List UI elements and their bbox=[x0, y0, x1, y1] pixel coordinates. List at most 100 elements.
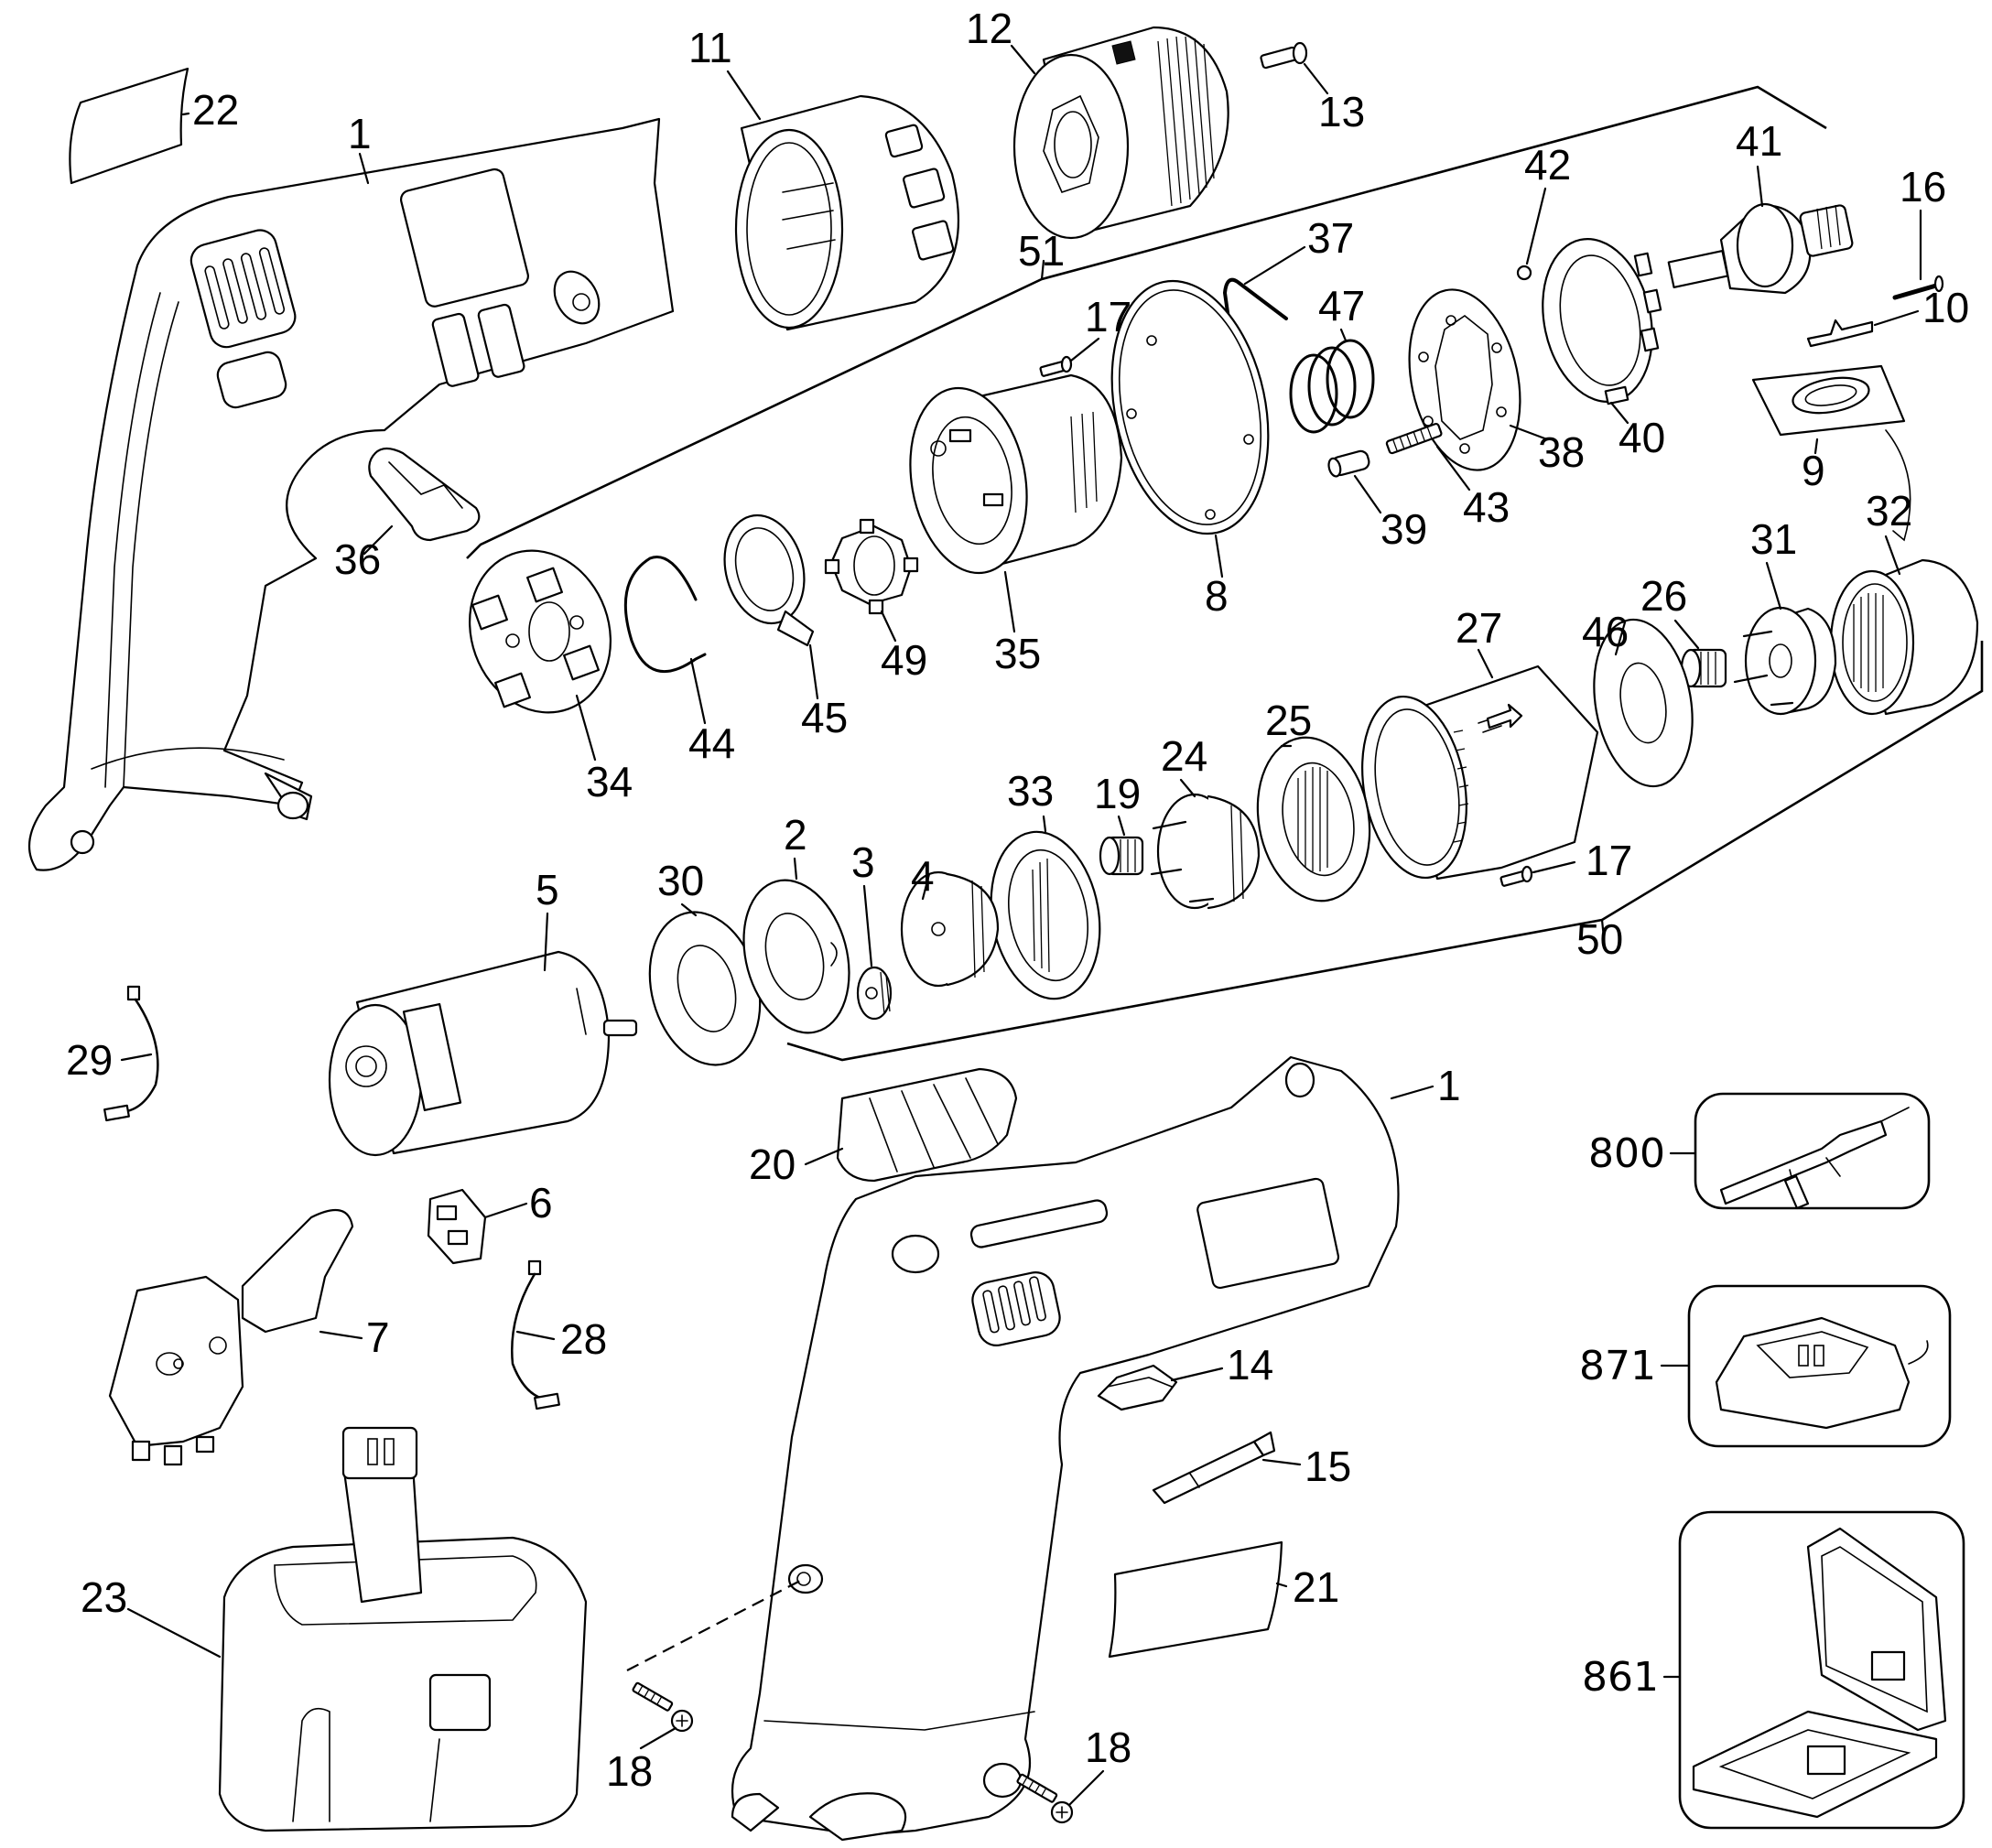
accessory-800-box bbox=[1694, 1092, 1931, 1210]
part-28-lead-wire bbox=[511, 1259, 560, 1410]
screw-insertion-path bbox=[626, 1578, 805, 1671]
part-37-wire-spring bbox=[1222, 277, 1288, 373]
part-12-keyless-chuck bbox=[1012, 26, 1229, 240]
leader-22 bbox=[181, 112, 190, 116]
bracket-50 bbox=[786, 641, 1984, 1062]
leader-46 bbox=[1614, 621, 1627, 656]
leader-14 bbox=[1170, 1367, 1224, 1382]
callout-27: 27 bbox=[1456, 604, 1502, 652]
part-43-compression-spring bbox=[1385, 422, 1443, 455]
part-26-sun-gear bbox=[1680, 648, 1727, 688]
leader-38 bbox=[1509, 424, 1549, 441]
callout-28: 28 bbox=[560, 1315, 607, 1363]
part-39-pin bbox=[1327, 449, 1370, 478]
part-16-spindle-screw bbox=[1892, 275, 1944, 300]
part-7-trigger-switch bbox=[108, 1208, 354, 1466]
leader-47 bbox=[1339, 328, 1348, 342]
callout-49: 49 bbox=[881, 636, 927, 684]
leader-33 bbox=[1042, 815, 1047, 833]
leader-17-lower bbox=[1532, 860, 1576, 874]
leader-24 bbox=[1179, 778, 1196, 798]
callout-22: 22 bbox=[192, 86, 239, 134]
callout-34: 34 bbox=[586, 758, 633, 805]
leader-21 bbox=[1275, 1582, 1288, 1588]
callout-11: 11 bbox=[688, 24, 732, 71]
part-9-bit-holder-plate bbox=[1751, 364, 1911, 542]
accessory-861-box bbox=[1678, 1510, 1965, 1830]
leader-37 bbox=[1243, 245, 1306, 286]
callout-33: 33 bbox=[1007, 767, 1054, 815]
callout-3: 3 bbox=[851, 838, 875, 886]
part-2-gear-plate bbox=[742, 879, 850, 1034]
bracket-51 bbox=[466, 85, 1827, 559]
leader-11 bbox=[726, 70, 762, 121]
part-1-housing-right bbox=[731, 1055, 1400, 1842]
callout-21: 21 bbox=[1293, 1563, 1339, 1611]
part-14-belt-clip bbox=[1097, 1364, 1178, 1411]
part-22-label-plate bbox=[69, 67, 189, 185]
callout-30: 30 bbox=[657, 857, 704, 904]
callout-26: 26 bbox=[1640, 572, 1687, 620]
part-34-brush-holder-plate bbox=[468, 549, 612, 714]
leader-19 bbox=[1117, 815, 1126, 837]
callout-20: 20 bbox=[749, 1140, 796, 1188]
callout-861: 861 bbox=[1582, 1654, 1659, 1701]
leader-5 bbox=[543, 912, 549, 972]
leader-27 bbox=[1477, 648, 1494, 679]
part-8-switch-actuator bbox=[368, 447, 481, 542]
callout-4: 4 bbox=[911, 852, 935, 900]
leader-44 bbox=[689, 657, 707, 725]
callout-23: 23 bbox=[81, 1573, 127, 1621]
leader-34 bbox=[575, 694, 597, 762]
callout-38: 38 bbox=[1538, 428, 1585, 476]
part-24-second-stage-carrier bbox=[1150, 793, 1261, 910]
vent-slots-left bbox=[204, 247, 286, 330]
callout-46: 46 bbox=[1582, 608, 1629, 655]
part-21-label-plate bbox=[1108, 1540, 1283, 1659]
leader-45 bbox=[808, 643, 819, 700]
callout-36: 8 bbox=[1205, 572, 1229, 620]
callout-43: 43 bbox=[1463, 483, 1510, 531]
callout-18-right: 18 bbox=[1085, 1724, 1131, 1771]
callout-35: 35 bbox=[994, 630, 1041, 677]
leader-12 bbox=[1010, 44, 1036, 75]
callout-32: 32 bbox=[1866, 487, 1912, 535]
leader-7 bbox=[319, 1330, 363, 1340]
leader-15 bbox=[1261, 1458, 1302, 1466]
leader-26 bbox=[1673, 619, 1700, 650]
part-31-output-carrier bbox=[1733, 606, 1837, 716]
leader-1-bottom bbox=[1390, 1085, 1434, 1100]
callout-12: 12 bbox=[966, 5, 1012, 52]
callout-31: 31 bbox=[1750, 515, 1797, 563]
leader-3 bbox=[862, 884, 873, 967]
part-38-clutch-plate bbox=[1408, 288, 1521, 471]
vent-slots-right bbox=[982, 1276, 1046, 1334]
part-4-first-stage-carrier bbox=[900, 870, 1000, 988]
leader-13 bbox=[1303, 62, 1329, 95]
part-17-screw-upper bbox=[1039, 355, 1073, 377]
callout-871: 871 bbox=[1579, 1343, 1656, 1389]
part-32-ring-gear-housing bbox=[1829, 558, 1979, 716]
callout-1-top: 1 bbox=[348, 110, 372, 157]
callout-29: 29 bbox=[66, 1036, 113, 1084]
leader-9 bbox=[1813, 438, 1819, 455]
leader-30 bbox=[680, 902, 698, 917]
callout-8: 36 bbox=[334, 535, 381, 583]
callout-24: 24 bbox=[1161, 732, 1207, 780]
callout-37: 37 bbox=[1307, 214, 1354, 262]
leader-10 bbox=[1873, 309, 1920, 327]
part-46-thrust-washer bbox=[1593, 618, 1694, 788]
callout-14: 14 bbox=[1227, 1341, 1273, 1389]
callout-44: 44 bbox=[688, 719, 735, 767]
leader-17-upper bbox=[1069, 337, 1100, 362]
part-45-shift-ring bbox=[723, 513, 815, 647]
part-27-gear-case bbox=[1361, 665, 1599, 881]
callout-51: 51 bbox=[1018, 227, 1065, 275]
leader-28 bbox=[515, 1330, 556, 1341]
part-18-housing-screw-right bbox=[1016, 1773, 1074, 1824]
part-17-screw-lower bbox=[1499, 865, 1533, 887]
callout-45: 45 bbox=[801, 694, 848, 741]
callout-13: 13 bbox=[1318, 88, 1365, 135]
part-13-chuck-screw bbox=[1260, 41, 1308, 70]
